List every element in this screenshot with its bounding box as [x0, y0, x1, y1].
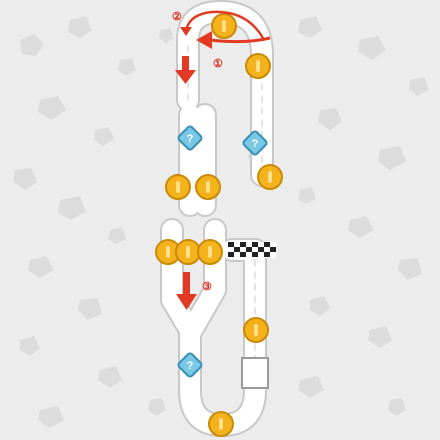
coin-icon [165, 174, 191, 200]
coins [155, 13, 283, 437]
step-label-1: ① [213, 58, 223, 70]
red-direction-arrow [175, 56, 196, 84]
coin-icon [211, 13, 237, 39]
step-label-2: ② [172, 11, 182, 23]
step-label-3: ③ [202, 281, 212, 293]
item-box-icon: ? [242, 130, 268, 156]
item-box-icon: ? [177, 125, 203, 151]
coin-icon [257, 164, 283, 190]
coin-icon [245, 53, 271, 79]
coin-icon [195, 174, 221, 200]
finish-line [228, 242, 276, 258]
item-box-icon: ? [177, 352, 203, 378]
coin-icon [243, 317, 269, 343]
red-direction-arrow [180, 10, 266, 41]
svg-text:?: ? [187, 360, 194, 372]
item-boxes: ? ? ? [177, 125, 268, 378]
svg-text:?: ? [187, 133, 194, 145]
direction-arrows [175, 10, 271, 310]
coin-icon [175, 239, 201, 265]
coin-icon [208, 411, 234, 437]
start-gate [241, 357, 269, 389]
background-pattern [13, 16, 429, 428]
svg-text:?: ? [252, 138, 259, 150]
coin-icon [197, 239, 223, 265]
red-direction-arrow [196, 31, 271, 49]
red-direction-arrow [176, 272, 197, 310]
coin-icon [155, 239, 181, 265]
